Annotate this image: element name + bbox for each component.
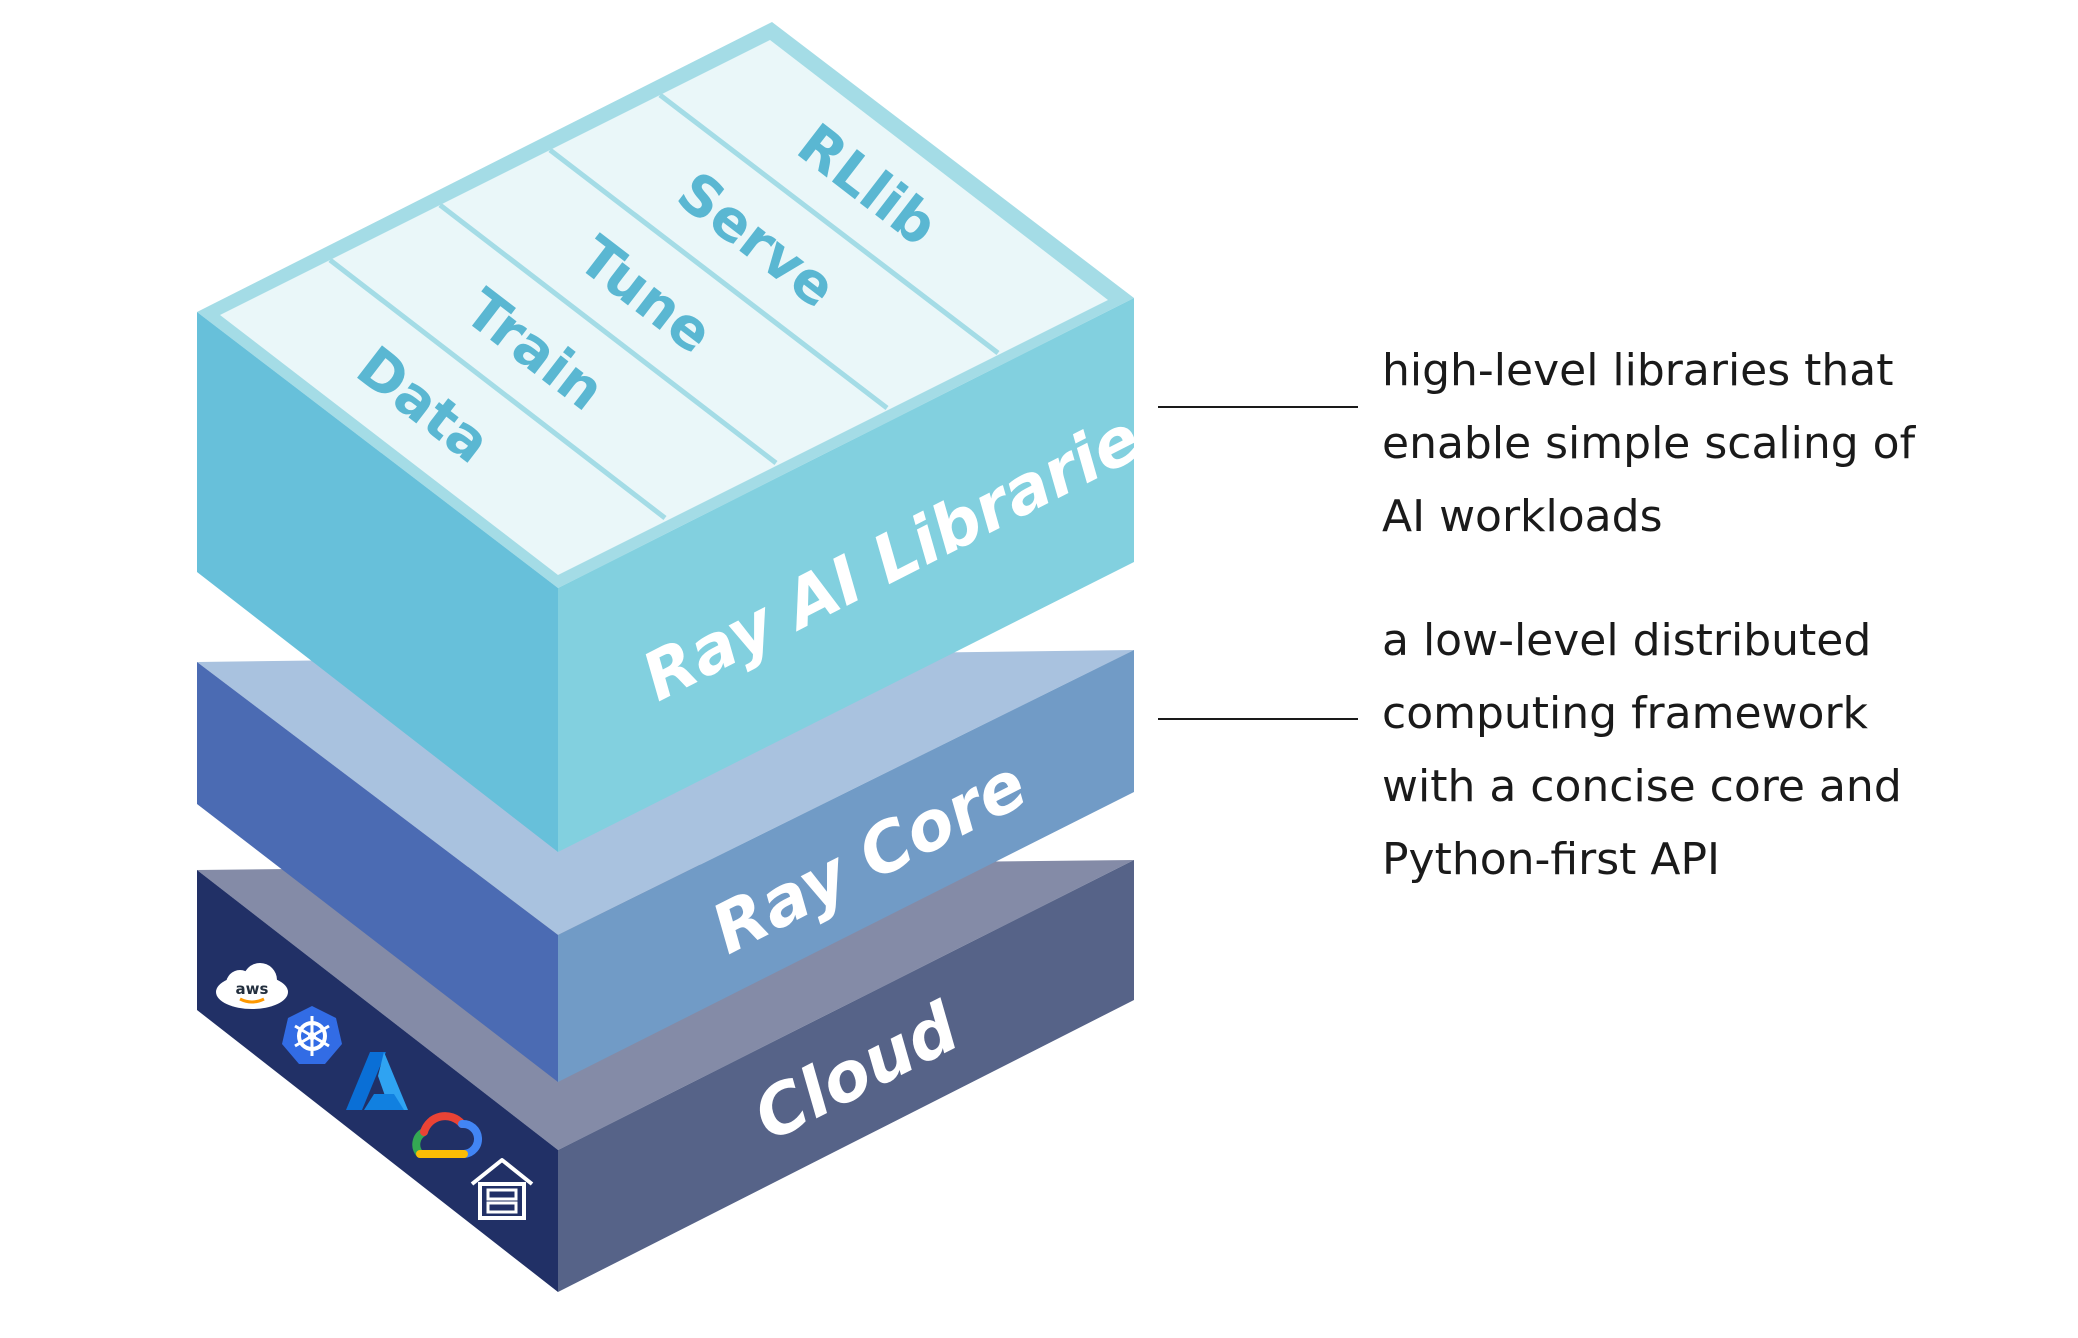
core-description-line: with a concise core and [1382,761,1902,812]
ai-libraries-layer: Data Train Tune Serve RLlib Ray AI Libra… [197,22,1188,852]
ai-libraries-left-face [197,312,558,852]
ai-libraries-top-surface [220,40,1108,575]
ai-libraries-description-line: AI workloads [1382,491,1663,542]
ai-libraries-right-face [558,298,1134,852]
on-premise-server-icon [470,1158,534,1220]
cloud-layer-right-face [558,860,1134,1292]
ai-libraries-dividers [328,93,1000,520]
ai-libraries-leader-line [1158,406,1358,408]
core-description-line: computing framework [1382,688,1869,739]
core-leader-line [1158,718,1358,720]
core-layer-left-face [197,662,558,1082]
core-description-line: a low-level distributed [1382,615,1872,666]
cloud-layer-left-face [197,870,558,1292]
ai-libraries-description-line: enable simple scaling of [1382,418,1916,469]
aws-icon: aws [216,963,288,1009]
ai-libraries-description-line: high-level libraries that [1382,345,1894,396]
core-description-line: Python-first API [1382,834,1720,885]
core-layer-right-face [558,650,1134,1082]
core-description: a low-level distributed computing framew… [1382,604,2042,896]
ai-libraries-description: high-level libraries that enable simple … [1382,334,2042,553]
aws-icon-text: aws [236,980,269,998]
google-cloud-icon [412,1112,483,1158]
kubernetes-icon [282,1006,342,1064]
azure-icon [346,1052,408,1110]
